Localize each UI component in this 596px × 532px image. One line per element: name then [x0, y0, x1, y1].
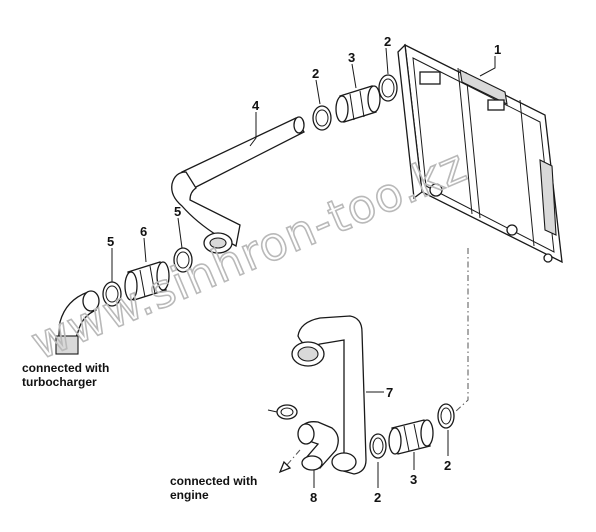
callout-radiator: 1: [494, 42, 501, 57]
callout-clamp-top-right: 2: [384, 34, 391, 49]
engine-arrow-icon: [278, 449, 301, 474]
turbo-elbow: [55, 290, 100, 355]
callout-clamp-left: 5: [107, 234, 114, 249]
caption-engine-line2: engine: [170, 488, 209, 502]
lower-charge-pipe: [291, 315, 367, 475]
clamp-mid: [173, 247, 193, 273]
sleeve-top: [335, 85, 381, 123]
clamp-bottom-mid: [369, 433, 387, 459]
engine-elbow: [297, 421, 339, 471]
radiator-assembly: [397, 43, 563, 264]
callout-clamp-bottom-right: 2: [444, 458, 451, 473]
callout-elbow-bottom: 8: [310, 490, 317, 505]
caption-turbo-line1: connected with: [22, 361, 109, 375]
caption-turbo-line2: turbocharger: [22, 375, 97, 389]
callout-sleeve-left: 6: [140, 224, 147, 239]
connection-centerline: [454, 248, 469, 413]
clamp-floating: [267, 404, 298, 420]
callout-clamp-top-left: 2: [312, 66, 319, 81]
leader-lines: [111, 47, 496, 488]
caption-engine-line1: connected with: [170, 474, 257, 488]
clamp-left: [102, 281, 122, 307]
sleeve-bottom: [388, 419, 434, 455]
callout-clamp-bottom-mid: 2: [374, 490, 381, 505]
callout-clamp-mid: 5: [174, 204, 181, 219]
watermark: www.sinhron-too.kz: [23, 138, 474, 370]
callout-pipe-upper: 4: [252, 98, 260, 113]
callout-pipe-lower: 7: [386, 385, 393, 400]
upper-charge-pipe: [171, 116, 305, 254]
clamp-bottom-right: [437, 403, 455, 429]
clamp-top-right: [378, 74, 398, 102]
callout-sleeve-bottom: 3: [410, 472, 417, 487]
clamp-top-left: [312, 105, 332, 131]
callout-sleeve-top: 3: [348, 50, 355, 65]
sleeve-left: [124, 261, 170, 301]
